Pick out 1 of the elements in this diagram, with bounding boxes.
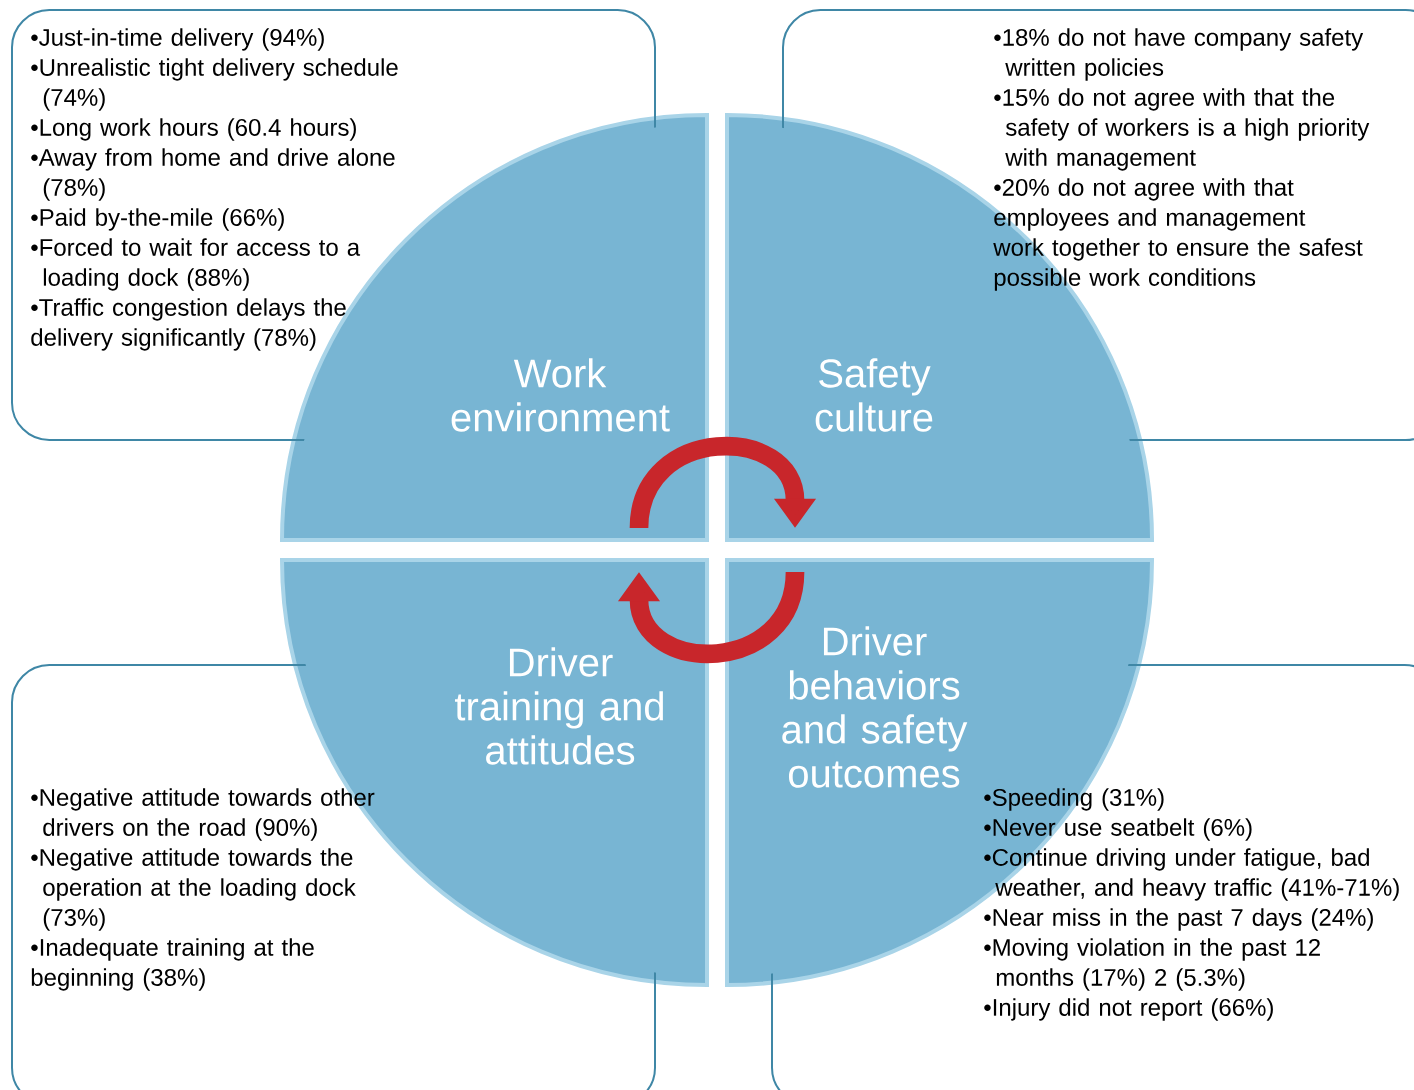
quadrant-label: Driver behaviors and safety outcomes xyxy=(782,626,968,788)
